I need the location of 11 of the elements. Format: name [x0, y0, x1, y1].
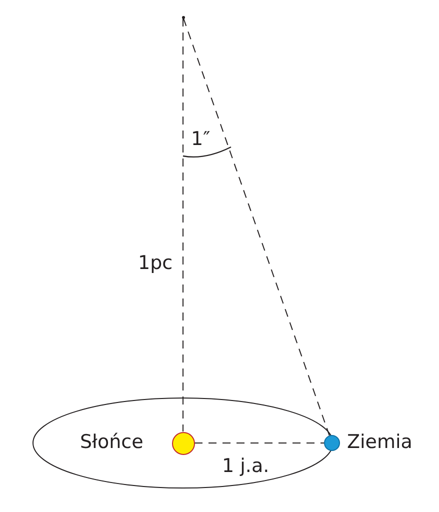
body-label: Słońce	[80, 431, 144, 453]
dashed-line	[194, 442, 324, 444]
sun-circle	[172, 432, 194, 454]
body-label: Ziemia	[347, 431, 412, 453]
edge-label: 1 j.a.	[222, 455, 270, 477]
dashed-line	[183, 18, 330, 436]
star-point	[182, 16, 184, 18]
angle-label: 1″	[191, 128, 210, 150]
edge-label: 1pc	[138, 252, 173, 274]
earth-circle	[324, 435, 340, 451]
dashed-line	[182, 18, 184, 432]
